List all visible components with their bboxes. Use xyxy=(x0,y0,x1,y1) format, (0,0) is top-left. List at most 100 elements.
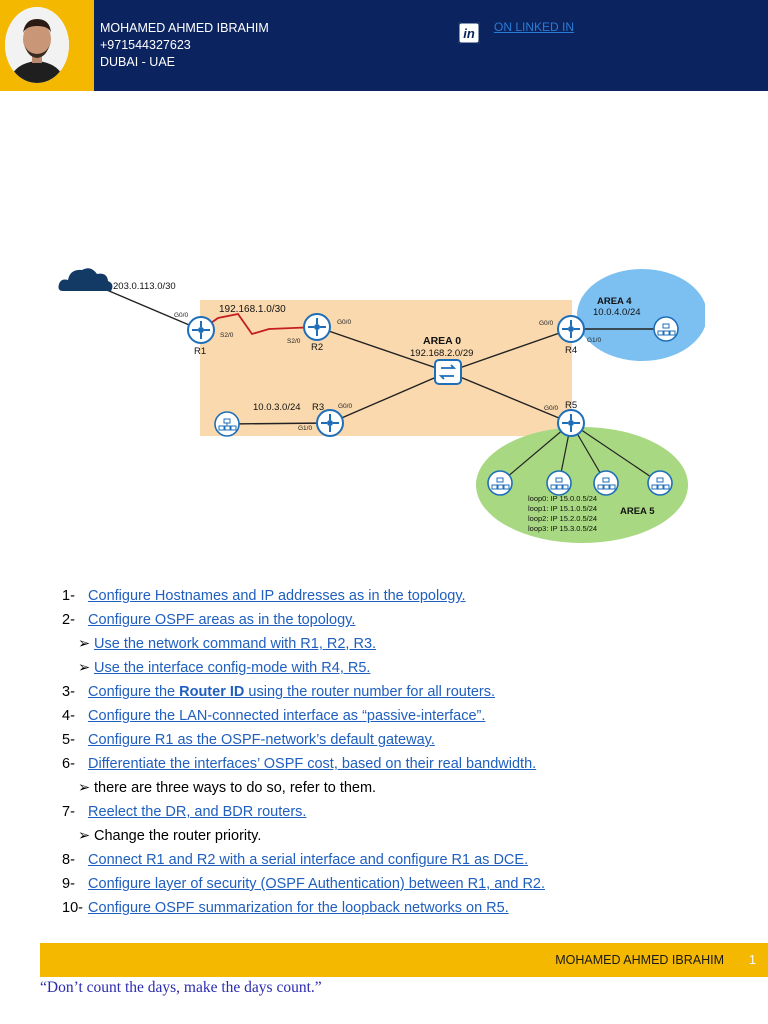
task-link[interactable]: Configure R1 as the OSPF-network’s defau… xyxy=(88,732,435,748)
subtask-text: Change the router priority. xyxy=(94,828,262,844)
if-r4-g10: G1/0 xyxy=(587,337,601,344)
task-number: 4- xyxy=(62,708,75,724)
linkedin-link[interactable]: ON LINKED IN xyxy=(494,20,575,34)
task-item-3[interactable]: 3- Configure the Router ID using the rou… xyxy=(62,680,682,704)
task-item-1[interactable]: 1- Configure Hostnames and IP addresses … xyxy=(62,584,682,608)
task-number: 2- xyxy=(62,612,75,628)
page-number: 1 xyxy=(749,953,756,967)
bullet-arrow-icon: ➢ xyxy=(78,636,91,652)
task-link[interactable]: Differentiate the interfaces’ OSPF cost,… xyxy=(88,756,537,772)
router-r3-icon xyxy=(316,409,344,437)
area0-label: AREA 0 xyxy=(423,335,461,347)
task-number: 1- xyxy=(62,588,75,604)
loop1-label: loop1: IP 15.1.0.5/24 xyxy=(528,504,597,513)
r4-label: R4 xyxy=(565,345,577,356)
if-r3-g10: G1/0 xyxy=(298,425,312,432)
loop3-label: loop3: IP 15.3.0.5/24 xyxy=(528,524,597,533)
bullet-arrow-icon: ➢ xyxy=(78,828,91,844)
task-item-10[interactable]: 10- Configure OSPF summarization for the… xyxy=(62,896,682,920)
router-r2-icon xyxy=(303,313,331,341)
lan-host-r3-icon xyxy=(214,411,240,437)
r3-label: R3 xyxy=(312,402,324,413)
area0-region xyxy=(200,300,572,436)
footer-quote: “Don’t count the days, make the days cou… xyxy=(40,979,322,996)
task-link[interactable]: Reelect the DR, and BDR routers. xyxy=(88,804,307,820)
task-item-6[interactable]: 6- Differentiate the interfaces’ OSPF co… xyxy=(62,752,682,776)
r1-label: R1 xyxy=(194,346,206,357)
header-bar xyxy=(94,0,768,91)
switch-icon xyxy=(434,359,462,385)
router-r5-icon xyxy=(557,409,585,437)
task-number: 5- xyxy=(62,732,75,748)
loop0-label: loop0: IP 15.0.0.5/24 xyxy=(528,494,597,503)
router-r1-icon xyxy=(187,316,215,344)
area0-net-label: 192.168.2.0/29 xyxy=(410,348,473,359)
task-item-8[interactable]: 8- Connect R1 and R2 with a serial inter… xyxy=(62,848,682,872)
author-location: DUBAI - UAE xyxy=(100,55,176,69)
loop2-label: loop2: IP 15.2.0.5/24 xyxy=(528,514,597,523)
if-r1-g00: G0/0 xyxy=(174,312,188,319)
network-topology-diagram: 203.0.113.0/30 192.168.1.0/30 AREA 0 192… xyxy=(58,268,705,543)
loopback-0-icon xyxy=(487,470,513,496)
area5-label: AREA 5 xyxy=(620,506,655,517)
footer-author: MOHAMED AHMED IBRAHIM xyxy=(555,953,724,967)
r2-label: R2 xyxy=(311,342,323,353)
task-item-2[interactable]: 2- Configure OSPF areas as in the topolo… xyxy=(62,608,682,632)
task-link-bold: Router ID xyxy=(179,684,245,700)
subtask-text: there are three ways to do so, refer to … xyxy=(94,780,377,796)
router-r4-icon xyxy=(557,315,585,343)
bullet-arrow-icon: ➢ xyxy=(78,780,91,796)
bullet-arrow-icon: ➢ xyxy=(78,660,91,676)
lan3-net-label: 10.0.3.0/24 xyxy=(253,402,301,413)
footer-bar: MOHAMED AHMED IBRAHIM 1 xyxy=(40,943,768,977)
task-link[interactable]: Configure OSPF summarization for the loo… xyxy=(88,900,509,916)
task-link[interactable]: Connect R1 and R2 with a serial interfac… xyxy=(88,852,529,868)
task-link[interactable]: Configure layer of security (OSPF Authen… xyxy=(88,876,546,892)
cloud-net-label: 203.0.113.0/30 xyxy=(113,281,176,292)
task-number: 9- xyxy=(62,876,75,892)
task-number: 6- xyxy=(62,756,75,772)
task-number: 7- xyxy=(62,804,75,820)
task-list: 1- Configure Hostnames and IP addresses … xyxy=(62,584,682,920)
serial-net-label: 192.168.1.0/30 xyxy=(219,304,286,315)
area4-label: AREA 4 xyxy=(597,296,632,307)
subtask-link[interactable]: Use the interface config-mode with R4, R… xyxy=(94,660,371,676)
task-link[interactable]: Configure the LAN-connected interface as… xyxy=(88,708,486,724)
task-link[interactable]: Configure Hostnames and IP addresses as … xyxy=(88,588,466,604)
task-item-9[interactable]: 9- Configure layer of security (OSPF Aut… xyxy=(62,872,682,896)
linkedin-icon[interactable]: in xyxy=(458,22,480,44)
subtask-item[interactable]: ➢Use the network command with R1, R2, R3… xyxy=(62,632,682,656)
lan-host-r4-icon xyxy=(653,316,679,342)
task-number: 10- xyxy=(62,900,83,916)
task-link-suffix: using the router number for all routers. xyxy=(244,684,496,700)
task-number: 3- xyxy=(62,684,75,700)
contact-block: MOHAMED AHMED IBRAHIM +971544327623 DUBA… xyxy=(100,20,269,71)
avatar xyxy=(5,7,69,83)
task-item-4[interactable]: 4- Configure the LAN-connected interface… xyxy=(62,704,682,728)
area4-net-label: 10.0.4.0/24 xyxy=(593,307,641,318)
task-item-5[interactable]: 5- Configure R1 as the OSPF-network’s de… xyxy=(62,728,682,752)
loopback-3-icon xyxy=(647,470,673,496)
task-link[interactable]: Configure the Router ID using the router… xyxy=(88,684,495,700)
if-r4-g00: G0/0 xyxy=(539,320,553,327)
loopback-2-icon xyxy=(593,470,619,496)
if-r2-s20: S2/0 xyxy=(287,338,301,345)
area5-region xyxy=(476,427,688,543)
task-item-7[interactable]: 7- Reelect the DR, and BDR routers. xyxy=(62,800,682,824)
loopback-1-icon xyxy=(546,470,572,496)
subtask-note: ➢there are three ways to do so, refer to… xyxy=(62,776,682,800)
task-link-prefix: Configure the xyxy=(88,684,180,700)
author-phone: +971544327623 xyxy=(100,38,191,52)
subtask-item[interactable]: ➢Use the interface config-mode with R4, … xyxy=(62,656,682,680)
r5-label: R5 xyxy=(565,400,577,411)
subtask-note: ➢Change the router priority. xyxy=(62,824,682,848)
if-r1-s20: S2/0 xyxy=(220,332,234,339)
author-name: MOHAMED AHMED IBRAHIM xyxy=(100,21,269,35)
if-r5-g00: G0/0 xyxy=(544,405,558,412)
if-r2-g00: G0/0 xyxy=(337,319,351,326)
svg-text:in: in xyxy=(463,26,475,41)
if-r3-g00: G0/0 xyxy=(338,403,352,410)
task-number: 8- xyxy=(62,852,75,868)
task-link[interactable]: Configure OSPF areas as in the topology. xyxy=(88,612,356,628)
subtask-link[interactable]: Use the network command with R1, R2, R3. xyxy=(94,636,377,652)
